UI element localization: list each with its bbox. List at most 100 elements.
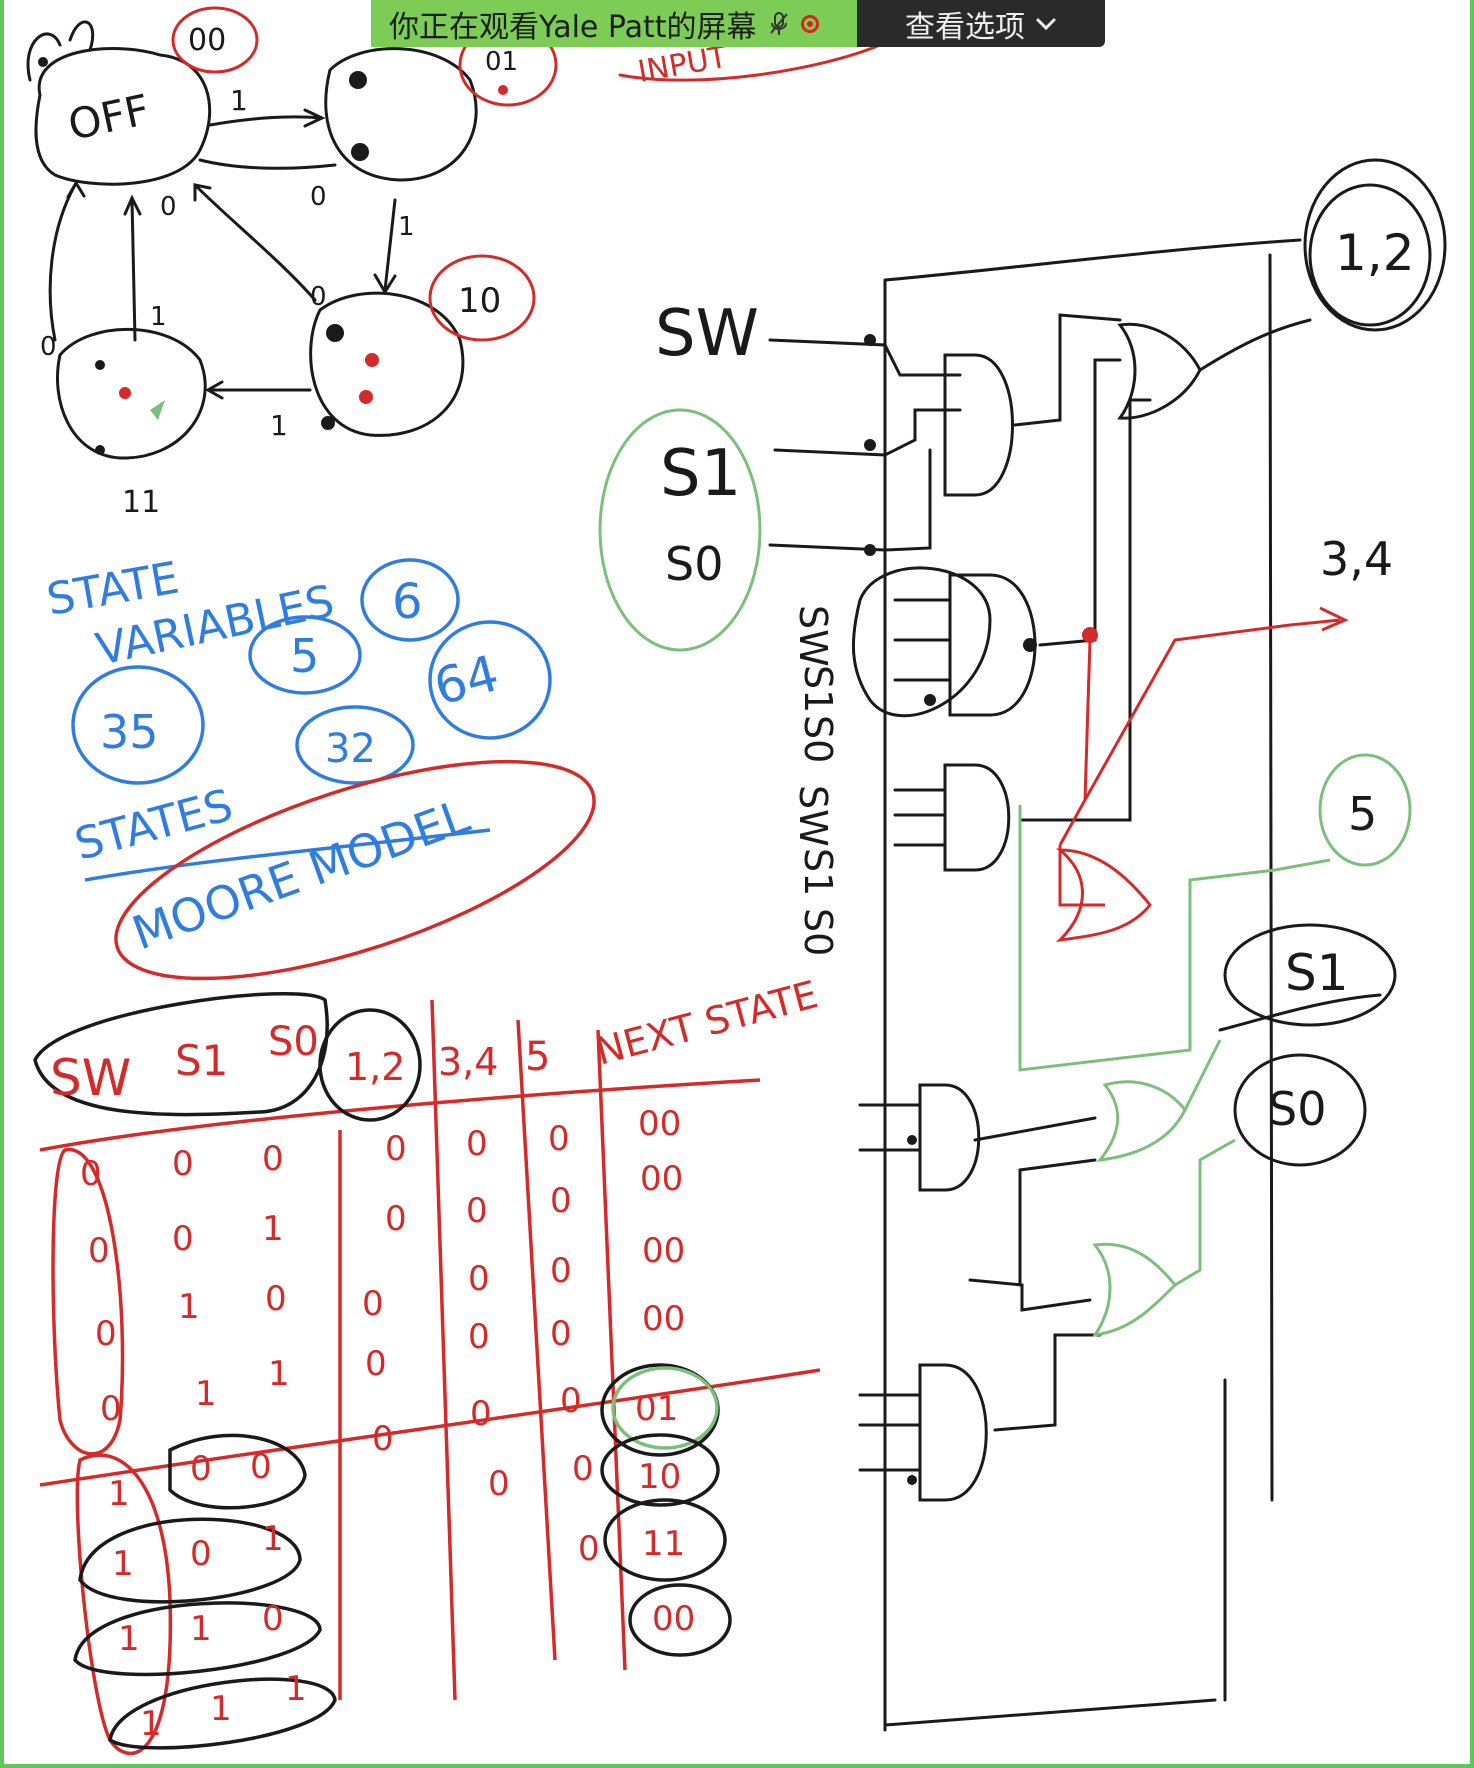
table-output-12-circle — [318, 1008, 422, 1122]
state-code-00: 00 — [188, 23, 226, 58]
recording-icon[interactable] — [800, 14, 819, 33]
svg-text:S0: S0 — [796, 908, 840, 956]
svg-text:0: 0 — [550, 1314, 572, 1354]
number-6-circle — [360, 558, 460, 642]
transition-label-7: 1 — [270, 409, 288, 442]
input-note: INPUT — [635, 40, 730, 90]
state-off — [34, 46, 212, 186]
svg-text:00: 00 — [642, 1231, 685, 1271]
header-s0: S0 — [268, 1019, 319, 1065]
gate-2-bubble-group — [852, 566, 992, 718]
svg-text:0: 0 — [468, 1259, 490, 1299]
and-gate-1 — [943, 353, 1014, 497]
svg-text:0: 0 — [385, 1199, 407, 1239]
svg-text:00: 00 — [640, 1159, 683, 1199]
output-12-circle — [1303, 158, 1447, 332]
table-half-line — [39, 1368, 821, 1487]
transition-label-6: 1 — [150, 302, 167, 332]
wire-gate5-out — [993, 1333, 1102, 1432]
svg-text:0: 0 — [488, 1464, 510, 1504]
header-out-12: 1,2 — [345, 1045, 405, 1089]
svg-text:0: 0 — [172, 1144, 194, 1184]
svg-text:0: 0 — [100, 1389, 122, 1429]
svg-text:00: 00 — [652, 1599, 695, 1639]
state-red-dots — [119, 85, 508, 404]
circuit-green-wires — [598, 408, 1412, 1337]
wire-gate2-to-or12 — [1038, 358, 1122, 647]
svg-text:0: 0 — [550, 1181, 572, 1221]
table-row-loop-2 — [78, 1517, 302, 1604]
svg-text:0: 0 — [468, 1317, 490, 1357]
screen-share-text: 你正在观看Yale Patt的屏幕 — [389, 9, 757, 45]
state-01 — [324, 47, 478, 182]
state-code-11: 11 — [122, 485, 160, 520]
svg-text:1: 1 — [262, 1519, 284, 1559]
wire-or-s0-out — [1174, 1138, 1236, 1287]
states-underline — [84, 828, 491, 882]
svg-text:1: 1 — [285, 1669, 307, 1709]
svg-text:1: 1 — [178, 1287, 200, 1327]
svg-text:1: 1 — [210, 1689, 232, 1729]
and-gate-2 — [948, 573, 1037, 717]
wire-or12-output — [1198, 318, 1312, 372]
and-gate-5 — [918, 1363, 988, 1502]
and-gate-3 — [943, 763, 1011, 872]
transition-label-3: 1 — [398, 212, 415, 242]
svg-text:0: 0 — [362, 1284, 384, 1324]
svg-text:0: 0 — [372, 1419, 394, 1459]
transition-label-2: 0 — [310, 182, 327, 212]
state-11 — [56, 327, 207, 460]
svg-text:SW: SW — [791, 785, 835, 847]
or-gate-s0 — [1091, 1242, 1178, 1337]
svg-text:1: 1 — [140, 1704, 162, 1744]
microphone-muted-icon[interactable] — [769, 11, 789, 37]
circuit-output-s0: S0 — [1268, 1082, 1326, 1136]
arrow-01-to-off — [198, 158, 337, 170]
svg-text:1: 1 — [118, 1619, 140, 1659]
circuit-input-sw: SW — [655, 297, 759, 371]
svg-text:0: 0 — [250, 1447, 272, 1487]
svg-text:0: 0 — [80, 1154, 102, 1194]
svg-text:0: 0 — [262, 1139, 284, 1179]
svg-text:0: 0 — [190, 1534, 212, 1574]
svg-text:1: 1 — [268, 1354, 290, 1394]
circuit-output-12: 1,2 — [1335, 224, 1415, 282]
state-code-10-circle — [428, 254, 536, 342]
next-state-11-circle — [603, 1498, 727, 1582]
transition-label-8: 0 — [40, 332, 57, 362]
wire-gate3-to-5 — [1018, 805, 1331, 1072]
chevron-down-icon — [1035, 17, 1057, 31]
wire-to-34 — [1058, 606, 1349, 846]
next-state-00-circle — [628, 1583, 732, 1657]
svg-text:0: 0 — [578, 1529, 600, 1569]
svg-text:0: 0 — [172, 1219, 194, 1259]
svg-text:1: 1 — [108, 1474, 130, 1514]
arrow-off-to-01 — [208, 108, 326, 128]
note-number-6: 6 — [392, 574, 423, 630]
circuit-red-wires — [1055, 606, 1349, 943]
output-s0-circle — [1233, 1053, 1367, 1167]
svg-text:0: 0 — [466, 1191, 488, 1231]
input-wire-s1 — [773, 408, 962, 457]
state-diagram — [26, 6, 882, 460]
output-s1-circle — [1223, 923, 1397, 1027]
input-group-circle — [598, 408, 762, 652]
note-number-5: 5 — [290, 629, 319, 683]
svg-text:10: 10 — [638, 1457, 681, 1497]
state-code-00-circle — [171, 6, 259, 74]
svg-text:0: 0 — [88, 1231, 110, 1271]
svg-text:0: 0 — [262, 1599, 284, 1639]
arrow-11-to-off-a — [123, 194, 142, 342]
view-options-button[interactable]: 查看选项 — [857, 0, 1105, 47]
circuit-output-s1: S1 — [1285, 944, 1349, 1002]
svg-text:00: 00 — [638, 1104, 681, 1144]
screen-share-banner: 你正在观看Yale Patt的屏幕 — [371, 0, 857, 47]
svg-text:S1: S1 — [796, 848, 840, 896]
table-row-loop-4 — [108, 1677, 337, 1750]
